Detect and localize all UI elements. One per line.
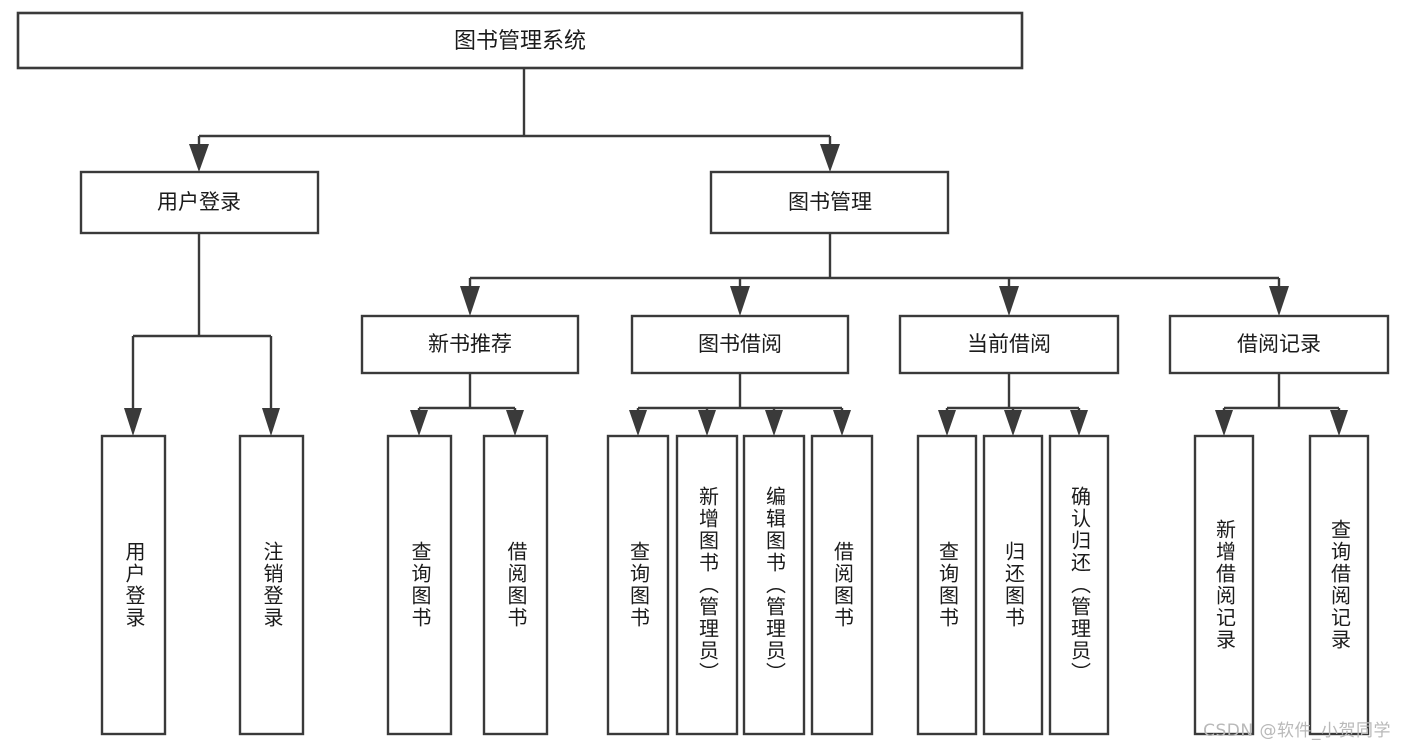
arrow-head-leaf-query-record: [1330, 410, 1348, 436]
node-book-borrow-label: 图书借阅: [698, 332, 782, 356]
arrow-head-leaf-borrow-book-bor: [833, 410, 851, 436]
node-current-borrow-box[interactable]: [898, 314, 1120, 375]
node-book-manage-box[interactable]: [709, 170, 950, 235]
leaf-edit-book-box[interactable]: [742, 434, 806, 736]
leaf-confirm-return-box[interactable]: [1048, 434, 1110, 736]
connector-group-book-manage: [460, 233, 1289, 316]
node-book-manage[interactable]: 图书管理: [709, 170, 950, 235]
leaf-logout-box[interactable]: [238, 434, 305, 736]
node-new-book-rec-box[interactable]: [360, 314, 580, 375]
leaf-borrow-book-rec-box[interactable]: [482, 434, 549, 736]
arrow-head-leaf-user-login: [124, 408, 142, 436]
arrow-head-user-login: [189, 144, 209, 172]
node-book-borrow[interactable]: 图书借阅: [630, 314, 850, 375]
arrow-head-leaf-query-book-bor: [629, 410, 647, 436]
node-borrow-record-box[interactable]: [1168, 314, 1390, 375]
leaf-query-book-rec-box[interactable]: [386, 434, 453, 736]
node-user-login-label: 用户登录: [157, 190, 241, 214]
node-current-borrow-label: 当前借阅: [967, 332, 1051, 356]
arrow-head-leaf-query-book-cur: [938, 410, 956, 436]
node-borrow-record[interactable]: 借阅记录: [1168, 314, 1390, 375]
node-new-book-rec-label: 新书推荐: [428, 332, 512, 356]
node-book-manage-label: 图书管理: [788, 190, 872, 214]
node-root[interactable]: 图书管理系统: [16, 11, 1024, 70]
node-new-book-rec[interactable]: 新书推荐: [360, 314, 580, 375]
connector-group-root: [189, 68, 840, 172]
leaf-box-layer: [100, 434, 1370, 736]
leaf-query-book-cur-box[interactable]: [916, 434, 978, 736]
arrow-head-leaf-return-book: [1004, 410, 1022, 436]
arrow-head-current-borrow: [999, 286, 1019, 316]
node-root-box[interactable]: [16, 11, 1024, 70]
leaf-add-record-box[interactable]: [1193, 434, 1255, 736]
arrow-head-leaf-edit-book: [765, 410, 783, 436]
arrow-head-book-manage: [820, 144, 840, 172]
watermark-text: CSDN @软件_小贺同学: [1203, 721, 1391, 741]
node-borrow-record-label: 借阅记录: [1237, 332, 1321, 356]
connector-group-new-book-rec-children: [410, 373, 524, 436]
arrow-head-leaf-logout: [262, 408, 280, 436]
arrow-head-leaf-query-book-rec: [410, 410, 428, 436]
arrow-head-new-book-rec: [460, 286, 480, 316]
arrow-head-leaf-add-record: [1215, 410, 1233, 436]
node-current-borrow[interactable]: 当前借阅: [898, 314, 1120, 375]
leaf-query-record-box[interactable]: [1308, 434, 1370, 736]
leaf-return-book-box[interactable]: [982, 434, 1044, 736]
node-user-login[interactable]: 用户登录: [79, 170, 320, 235]
node-book-borrow-box[interactable]: [630, 314, 850, 375]
connector-group-user-login-children: [124, 233, 280, 436]
leaf-user-login-box[interactable]: [100, 434, 167, 736]
arrow-head-borrow-record: [1269, 286, 1289, 316]
connector-group-current-borrow-children: [938, 373, 1088, 436]
leaf-borrow-book-bor-box[interactable]: [810, 434, 874, 736]
connector-group-borrow-record-children: [1215, 373, 1348, 436]
connector-group-book-borrow-children: [629, 373, 851, 436]
leaf-add-book-box[interactable]: [675, 434, 739, 736]
arrow-head-leaf-borrow-book-rec: [506, 410, 524, 436]
node-user-login-box[interactable]: [79, 170, 320, 235]
leaf-query-book-bor-box[interactable]: [606, 434, 670, 736]
arrow-head-book-borrow: [730, 286, 750, 316]
arrow-head-leaf-add-book: [698, 410, 716, 436]
arrow-head-leaf-confirm-return: [1070, 410, 1088, 436]
node-root-label: 图书管理系统: [454, 29, 586, 54]
